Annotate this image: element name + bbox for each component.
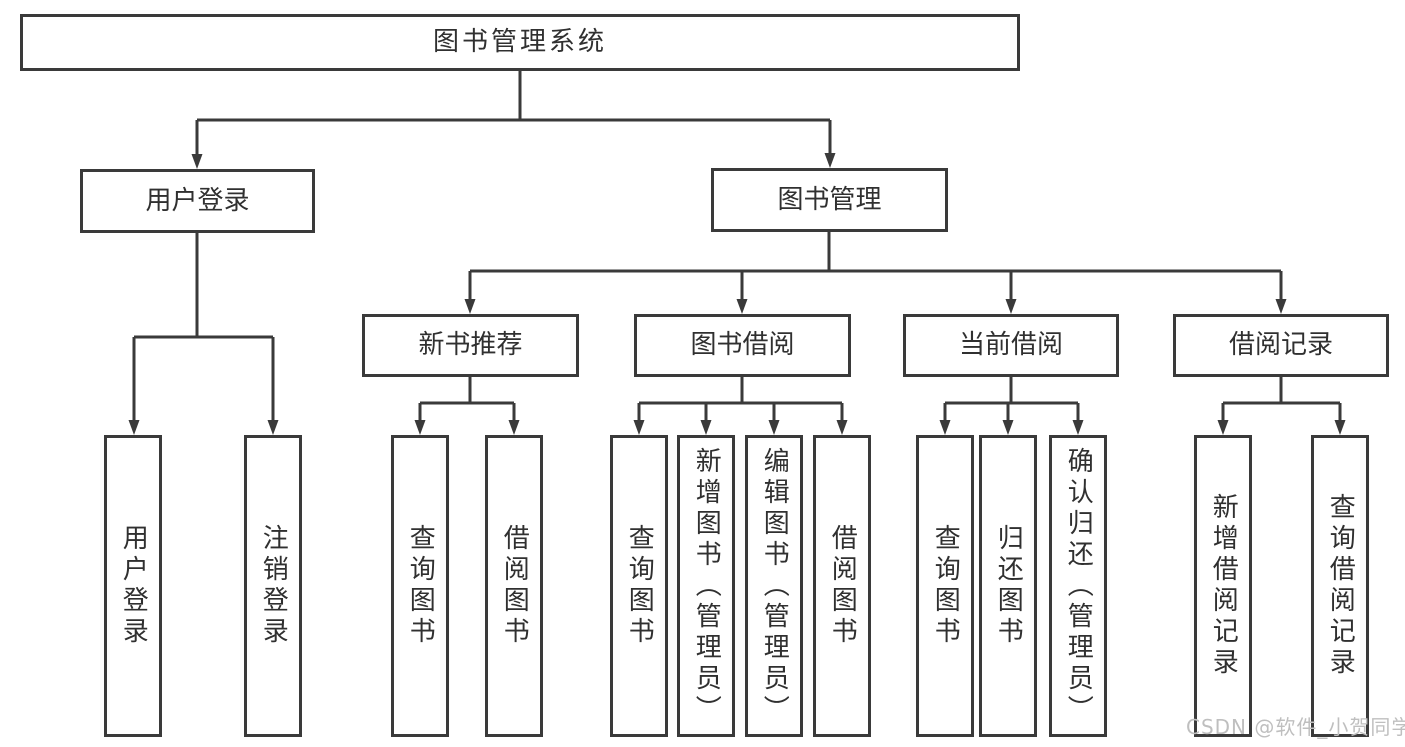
node-book-borrowing: 图书借阅 bbox=[634, 314, 851, 377]
node-label: 确认归还（管理员） bbox=[1063, 446, 1094, 726]
arrowhead-icon bbox=[836, 420, 848, 435]
arrowhead-icon bbox=[633, 420, 645, 435]
arrowhead-icon bbox=[1002, 420, 1014, 435]
node-label: 借阅记录 bbox=[1228, 330, 1333, 361]
arrowhead-icon bbox=[700, 420, 712, 435]
arrowhead-icon bbox=[414, 420, 426, 435]
node-label: 查询图书 bbox=[930, 524, 961, 648]
node-label: 查询借阅记录 bbox=[1325, 493, 1356, 679]
node-system-root: 图书管理系统 bbox=[20, 14, 1020, 71]
arrowhead-icon bbox=[736, 299, 748, 314]
node-leaf-borrow-books-2: 借阅图书 bbox=[813, 435, 871, 737]
arrowhead-icon bbox=[824, 153, 836, 168]
arrowhead-icon bbox=[267, 420, 279, 435]
node-label: 查询图书 bbox=[405, 524, 436, 648]
arrowhead-icon bbox=[191, 154, 203, 169]
node-new-book-recommendation: 新书推荐 bbox=[362, 314, 579, 377]
watermark: CSDN @软件_小贺同学 bbox=[1186, 715, 1405, 739]
arrowhead-icon bbox=[128, 420, 140, 435]
node-label: 编辑图书（管理员） bbox=[759, 446, 790, 726]
arrowhead-icon bbox=[508, 420, 520, 435]
node-book-management-branch: 图书管理 bbox=[711, 168, 948, 232]
arrowhead-icon bbox=[939, 420, 951, 435]
node-label: 当前借阅 bbox=[958, 330, 1063, 361]
arrowhead-icon bbox=[1334, 420, 1346, 435]
node-leaf-query-books-3: 查询图书 bbox=[916, 435, 974, 737]
node-leaf-query-books-1: 查询图书 bbox=[391, 435, 449, 737]
node-label: 新增借阅记录 bbox=[1208, 493, 1239, 679]
node-current-borrowing: 当前借阅 bbox=[903, 314, 1119, 377]
node-leaf-return-books: 归还图书 bbox=[979, 435, 1037, 737]
node-leaf-edit-books-admin: 编辑图书（管理员） bbox=[745, 435, 803, 737]
node-leaf-confirm-return-admin: 确认归还（管理员） bbox=[1049, 435, 1107, 737]
arrowhead-icon bbox=[1005, 299, 1017, 314]
node-label: 用户登录 bbox=[145, 185, 250, 216]
arrowhead-icon bbox=[464, 299, 476, 314]
node-label: 图书管理 bbox=[777, 184, 882, 215]
arrowhead-icon bbox=[1275, 299, 1287, 314]
node-label: 归还图书 bbox=[993, 524, 1024, 648]
node-label: 新增图书（管理员） bbox=[691, 446, 722, 726]
node-label: 查询图书 bbox=[624, 524, 655, 648]
node-label: 借阅图书 bbox=[499, 524, 530, 648]
node-leaf-add-books-admin: 新增图书（管理员） bbox=[677, 435, 735, 737]
node-borrowing-records: 借阅记录 bbox=[1173, 314, 1389, 377]
node-leaf-user-login: 用户登录 bbox=[104, 435, 162, 737]
node-leaf-logout: 注销登录 bbox=[244, 435, 302, 737]
node-label: 注销登录 bbox=[258, 524, 289, 648]
node-label: 用户登录 bbox=[118, 524, 149, 648]
node-label: 图书管理系统 bbox=[432, 27, 607, 58]
node-label: 借阅图书 bbox=[827, 524, 858, 648]
node-user-login-branch: 用户登录 bbox=[80, 169, 315, 233]
node-leaf-query-borrow-record: 查询借阅记录 bbox=[1311, 435, 1369, 737]
arrowhead-icon bbox=[1072, 420, 1084, 435]
node-leaf-add-borrow-record: 新增借阅记录 bbox=[1194, 435, 1252, 737]
arrowhead-icon bbox=[768, 420, 780, 435]
node-label: 新书推荐 bbox=[418, 330, 523, 361]
node-leaf-query-books-2: 查询图书 bbox=[610, 435, 668, 737]
node-leaf-borrow-books-1: 借阅图书 bbox=[485, 435, 543, 737]
arrowhead-icon bbox=[1217, 420, 1229, 435]
node-label: 图书借阅 bbox=[690, 330, 795, 361]
